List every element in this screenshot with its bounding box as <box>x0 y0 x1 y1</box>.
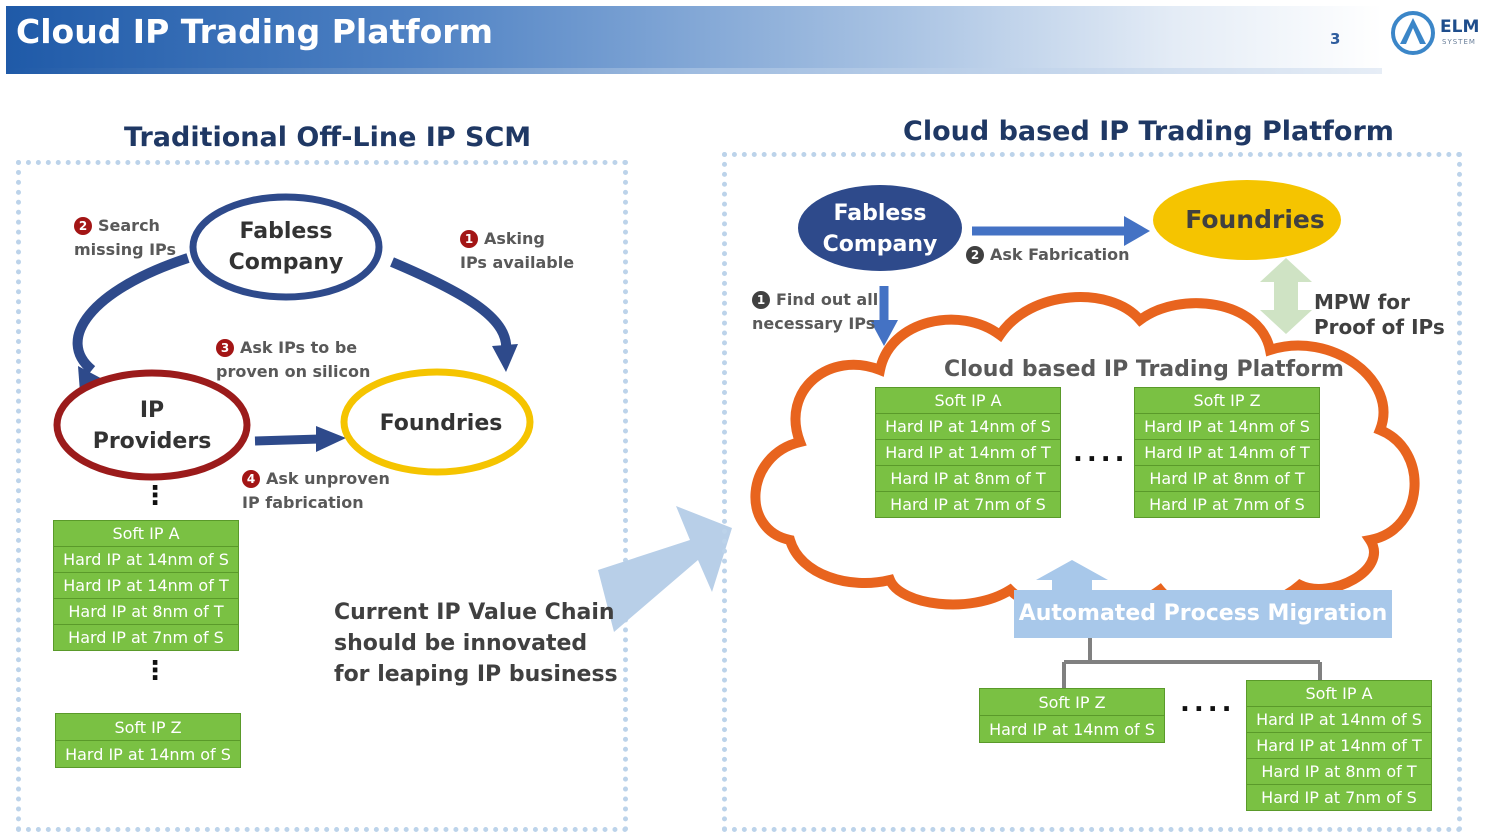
ip-cell: Hard IP at 8nm of T <box>53 598 239 625</box>
right-panel <box>722 152 1462 832</box>
vertical-dots-bottom: ⋮ <box>142 656 168 686</box>
logo-sub: SYSTEM <box>1442 38 1476 46</box>
ip-cell: Hard IP at 14nm of S <box>875 413 1061 440</box>
cloud-dots: .... <box>1073 438 1129 468</box>
cloud-ip-list-z: Soft IP Z Hard IP at 14nm of S Hard IP a… <box>1134 387 1320 518</box>
ip-cell: Hard IP at 8nm of T <box>1134 465 1320 492</box>
ip-cell: Hard IP at 7nm of S <box>53 624 239 651</box>
bottom-ip-list-a: Soft IP A Hard IP at 14nm of S Hard IP a… <box>1246 680 1432 811</box>
right-section-title: Cloud based IP Trading Platform <box>903 116 1394 147</box>
ip-cell: Soft IP Z <box>979 688 1165 716</box>
foundries-label-right: Foundries <box>1185 205 1325 234</box>
ip-cell: Hard IP at 7nm of S <box>1246 784 1432 811</box>
ip-cell: Hard IP at 14nm of T <box>1246 732 1432 759</box>
page-title: Cloud IP Trading Platform <box>16 12 493 51</box>
tree-connector <box>1062 638 1322 688</box>
ip-cell: Hard IP at 14nm of S <box>1134 413 1320 440</box>
transition-arrow <box>598 506 732 632</box>
ip-cell: Soft IP A <box>53 520 239 547</box>
arrow-asking-ips <box>390 257 512 353</box>
bottom-dots: .... <box>1180 688 1236 718</box>
ip-list-a-left: Soft IP A Hard IP at 14nm of S Hard IP a… <box>53 520 239 651</box>
ip-cell: Soft IP A <box>1246 680 1432 707</box>
left-diagram-graphics <box>53 193 732 632</box>
page-number: 3 <box>1330 30 1341 48</box>
ip-cell: Hard IP at 7nm of S <box>1134 491 1320 518</box>
fabless-ellipse-left <box>189 193 383 301</box>
foundries-ellipse-right <box>1153 180 1341 260</box>
title-underline <box>6 68 1382 74</box>
ip-list-z-left: Soft IP Z Hard IP at 14nm of S <box>55 713 241 768</box>
ip-cell: Soft IP A <box>875 387 1061 414</box>
ip-cell: Hard IP at 14nm of S <box>1246 706 1432 733</box>
automated-process-migration: Automated Process Migration <box>1014 590 1392 638</box>
foundries-ellipse-left <box>340 368 534 476</box>
ip-cell: Hard IP at 14nm of T <box>53 572 239 599</box>
elm-logo-icon <box>1391 11 1435 55</box>
arrow-ask-fabrication-left <box>254 434 321 446</box>
arrow-migration-up <box>1036 560 1108 590</box>
bottom-ip-list-z: Soft IP Z Hard IP at 14nm of S <box>979 688 1165 743</box>
cloud-ip-list-a: Soft IP A Hard IP at 14nm of S Hard IP a… <box>875 387 1061 518</box>
arrow-search-missing <box>72 253 190 374</box>
ip-cell: Hard IP at 14nm of T <box>1134 439 1320 466</box>
ip-cell: Hard IP at 14nm of S <box>53 546 239 573</box>
ip-providers-ellipse <box>53 369 251 481</box>
ip-cell: Soft IP Z <box>55 713 241 741</box>
ip-cell: Hard IP at 14nm of T <box>875 439 1061 466</box>
ip-cell: Hard IP at 8nm of T <box>1246 758 1432 785</box>
ip-cell: Hard IP at 7nm of S <box>875 491 1061 518</box>
left-panel <box>16 160 628 832</box>
ip-cell: Hard IP at 14nm of S <box>979 715 1165 743</box>
ip-cell: Hard IP at 14nm of S <box>55 740 241 768</box>
foundries-label-left: Foundries <box>379 411 503 436</box>
title-bar <box>6 6 1382 68</box>
ip-cell: Hard IP at 8nm of T <box>875 465 1061 492</box>
ip-cell: Soft IP Z <box>1134 387 1320 414</box>
mpw-double-arrow <box>1260 258 1312 334</box>
left-section-title: Traditional Off-Line IP SCM <box>124 122 532 153</box>
cloud-title: Cloud based IP Trading Platform <box>944 357 1344 382</box>
vertical-dots-top: ⋮ <box>142 481 168 511</box>
logo-name: ELM <box>1440 17 1480 37</box>
fabless-ellipse-right <box>798 185 962 271</box>
